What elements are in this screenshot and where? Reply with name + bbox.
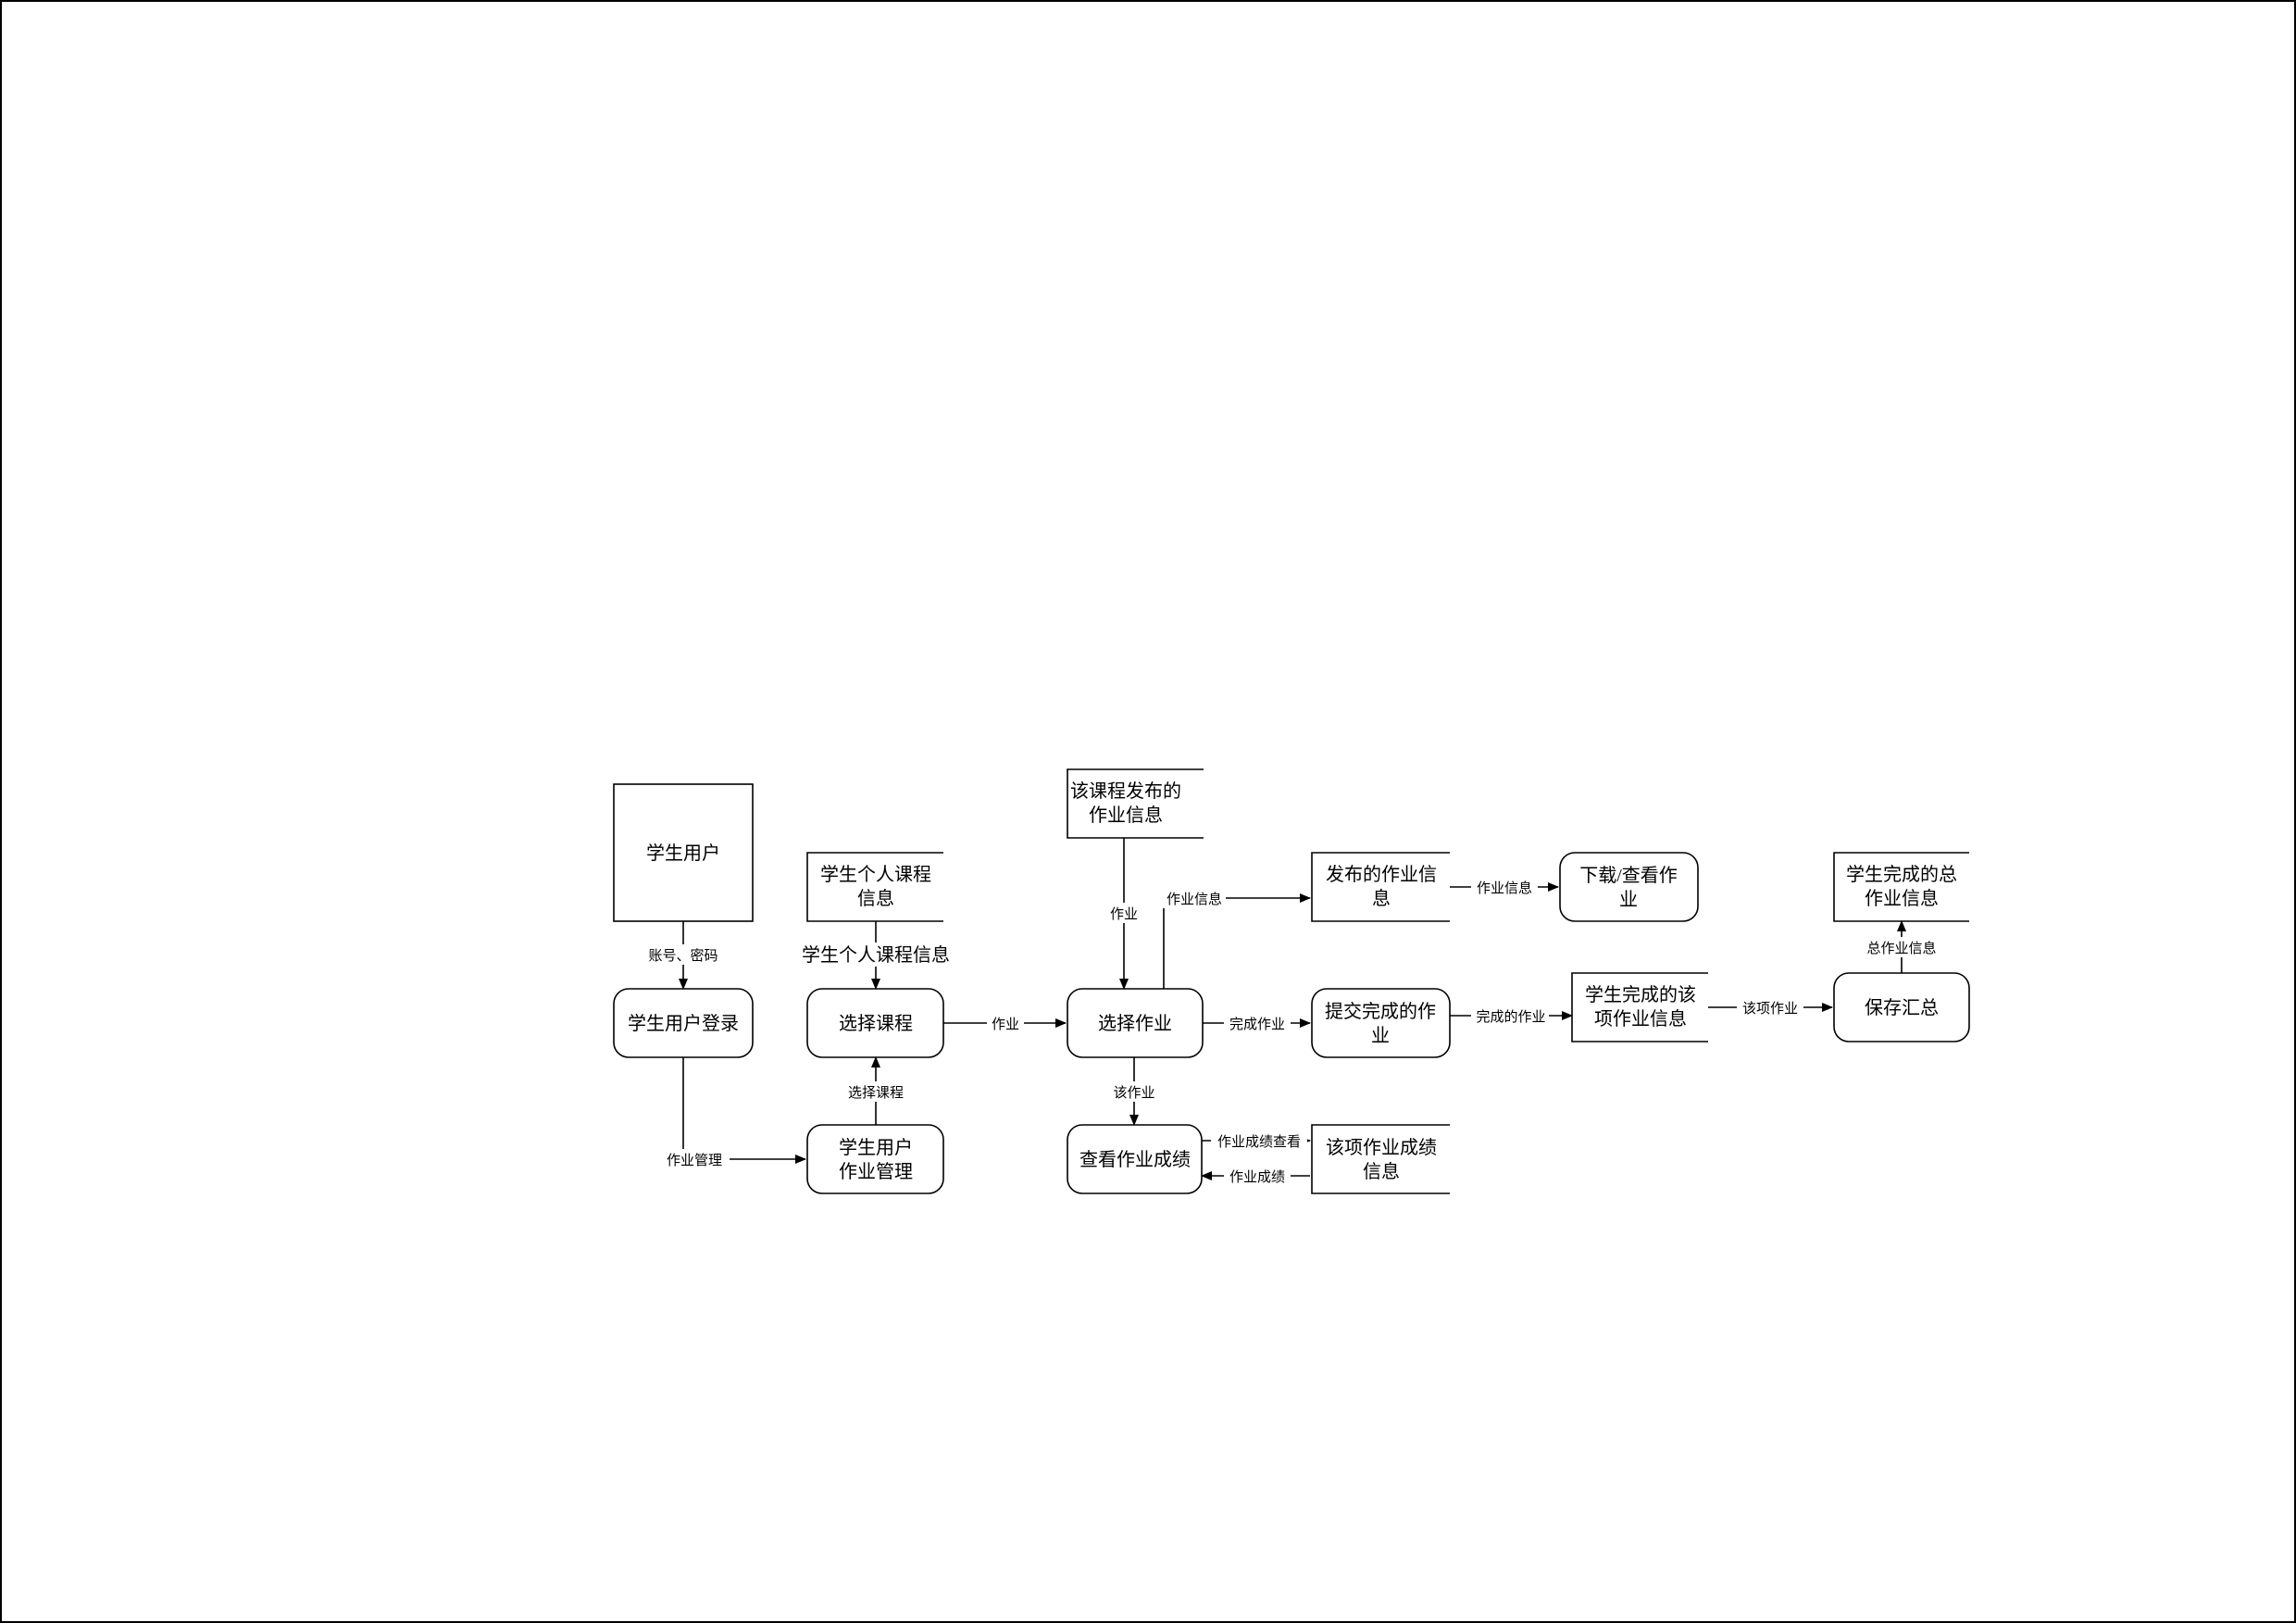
store-course-hw-info: 该课程发布的 作业信息 [1067, 768, 1204, 839]
flow-label-hw-info-right: 作业信息 [1477, 880, 1532, 896]
process-hw-management: 学生用户 作业管理 [806, 1124, 944, 1194]
course-hw-info-line-2: 作业信息 [1089, 805, 1163, 826]
flow-label-completed-hw-b: 完成的作业 [1476, 1009, 1545, 1025]
process-select-course: 选择课程 [806, 988, 944, 1058]
select-course-label: 选择课程 [839, 1013, 913, 1034]
flow-label-total-hw-info: 总作业信息 [1866, 941, 1936, 956]
download-view-hw-line-2: 业 [1619, 889, 1638, 910]
process-save-summary: 保存汇总 [1833, 972, 1970, 1042]
student-done-total-line-1: 学生完成的总 [1846, 864, 1957, 885]
student-login-label: 学生用户登录 [628, 1013, 739, 1034]
flow-label-hw-info-up: 作业信息 [1167, 892, 1222, 907]
flow-labels: 账号、密码 学生个人课程信息 作业管理 选择课程 作业 作业 作业信息 作业信息… [639, 877, 1939, 1186]
flow-label-account-password: 账号、密码 [648, 948, 718, 964]
student-user-label: 学生用户 [646, 843, 720, 864]
flow-label-course-info: 学生个人课程信息 [802, 944, 950, 966]
hw-score-info-line-2: 信息 [1363, 1161, 1400, 1182]
flow-label-this-item-hw: 该项作业 [1742, 1001, 1798, 1017]
flow-label-hw-manage: 作业管理 [667, 1153, 722, 1168]
published-hw-info-line-1: 发布的作业信 [1326, 864, 1437, 885]
flow-label-this-hw: 该作业 [1113, 1085, 1154, 1101]
flow-label-completed-hw-a: 完成作业 [1229, 1017, 1285, 1032]
published-hw-info-line-2: 息 [1372, 888, 1391, 909]
submit-hw-line-1: 提交完成的作 [1325, 1001, 1436, 1022]
student-done-item-line-1: 学生完成的该 [1585, 984, 1696, 1005]
student-course-info-line-2: 信息 [857, 888, 894, 909]
store-hw-score-info: 该项作业成绩 信息 [1311, 1124, 1450, 1194]
process-select-hw: 选择作业 [1067, 988, 1204, 1058]
flow-label-select-course: 选择课程 [848, 1085, 904, 1101]
process-student-login: 学生用户登录 [613, 988, 754, 1058]
external-entity-student-user: 学生用户 [613, 783, 754, 922]
flow-label-homework-down: 作业 [1110, 906, 1138, 922]
flow-label-hw-score: 作业成绩 [1229, 1169, 1285, 1185]
process-submit-hw: 提交完成的作 业 [1311, 988, 1451, 1058]
flow-label-homework: 作业 [992, 1017, 1019, 1032]
store-student-course-info: 学生个人课程 信息 [806, 852, 943, 922]
download-view-hw-line-1: 下载/查看作 [1579, 865, 1678, 886]
course-hw-info-line-1: 该课程发布的 [1070, 780, 1181, 802]
process-view-scores: 查看作业成绩 [1067, 1124, 1203, 1194]
hw-management-line-2: 作业管理 [839, 1161, 913, 1182]
store-student-done-item: 学生完成的该 项作业信息 [1571, 972, 1708, 1042]
store-student-done-total: 学生完成的总 作业信息 [1833, 852, 1969, 922]
process-download-view-hw: 下载/查看作 业 [1559, 852, 1699, 922]
student-done-item-line-2: 项作业信息 [1594, 1008, 1687, 1030]
hw-management-line-1: 学生用户 [839, 1137, 913, 1158]
store-published-hw-info: 发布的作业信 息 [1311, 852, 1450, 922]
select-hw-label: 选择作业 [1098, 1013, 1172, 1034]
student-course-info-line-1: 学生个人课程 [820, 864, 931, 885]
student-done-total-line-2: 作业信息 [1865, 888, 1939, 909]
flow-label-hw-score-view: 作业成绩查看 [1217, 1134, 1301, 1150]
save-summary-label: 保存汇总 [1865, 997, 1939, 1018]
view-scores-label: 查看作业成绩 [1079, 1149, 1191, 1170]
submit-hw-line-2: 业 [1371, 1025, 1390, 1046]
hw-score-info-line-1: 该项作业成绩 [1326, 1137, 1437, 1158]
